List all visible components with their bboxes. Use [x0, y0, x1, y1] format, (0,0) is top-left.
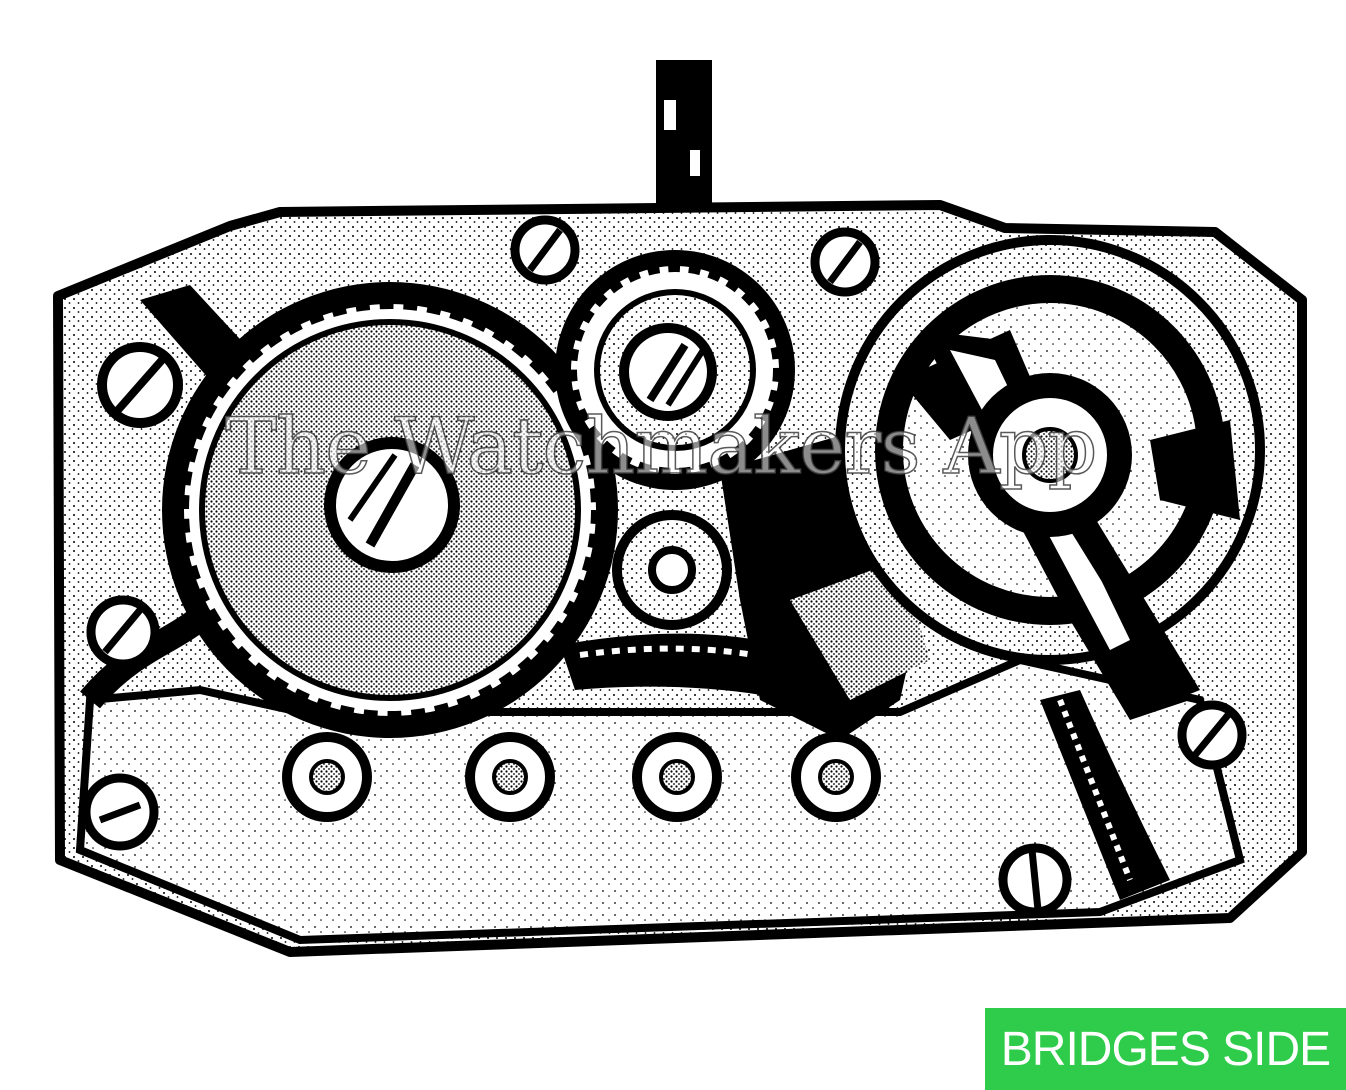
mainspring-barrel: [162, 282, 618, 738]
crown-stem: [656, 60, 712, 220]
bridges-side-badge: BRIDGES SIDE: [985, 1008, 1346, 1090]
balance-wheel: [835, 235, 1265, 900]
crown-wheel: [555, 250, 795, 490]
badge-label: BRIDGES SIDE: [1000, 1022, 1331, 1076]
jewel-row: [282, 732, 881, 822]
screws: [81, 215, 1247, 917]
